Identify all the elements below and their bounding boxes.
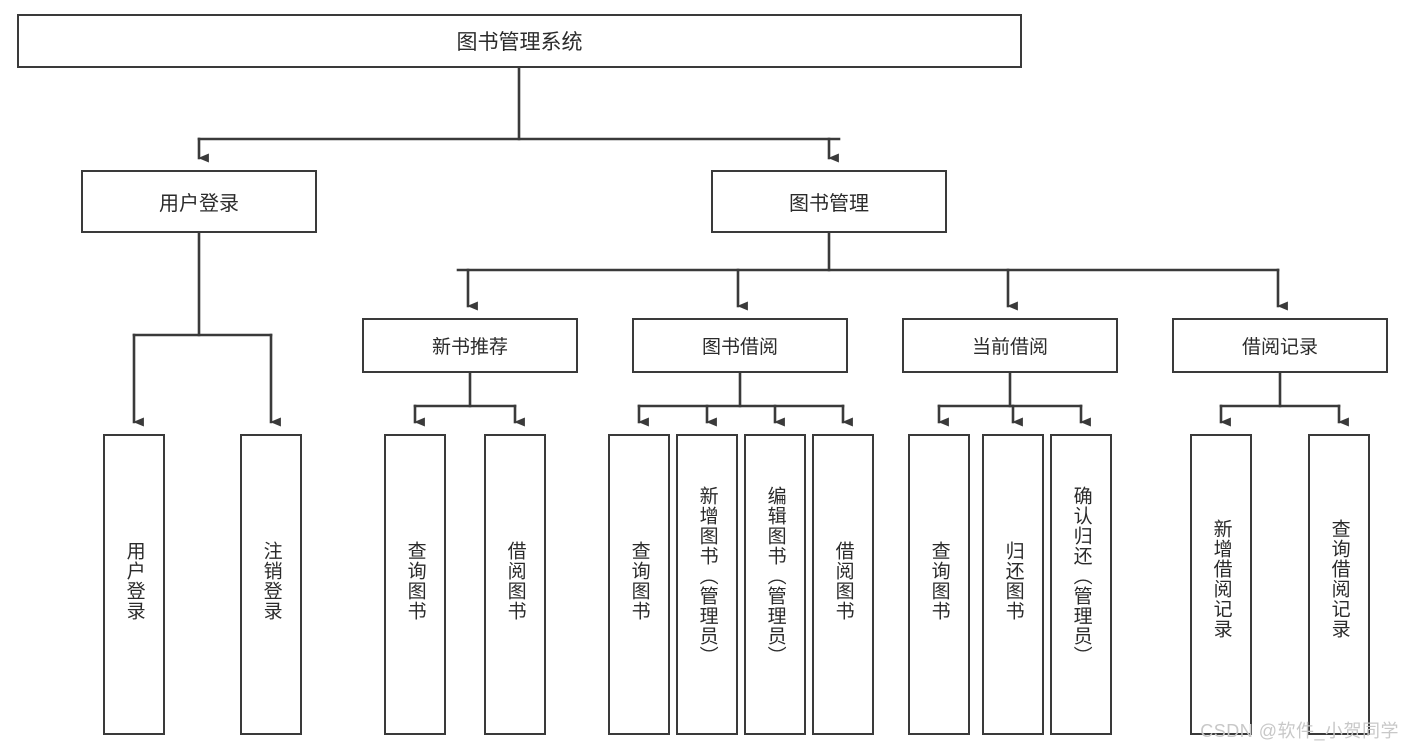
node-new-book-recommendation[interactable]: 新书推荐: [362, 318, 578, 373]
node-label: 新增借阅记录: [1210, 519, 1232, 639]
leaf-inner: 查询图书: [910, 436, 968, 747]
node-label: 新增图书（管理员）: [696, 486, 718, 666]
leaf-node-add-borrow-record[interactable]: 新增借阅记录: [1190, 434, 1252, 735]
leaf-inner: 查询图书: [386, 436, 444, 747]
leaf-inner: 确认归还（管理员）: [1052, 436, 1110, 747]
node-label: 查询图书: [404, 541, 426, 621]
node-root-system[interactable]: 图书管理系统: [17, 14, 1022, 68]
node-label: 查询借阅记录: [1328, 519, 1350, 639]
leaf-inner: 归还图书: [984, 436, 1042, 747]
node-label: 图书管理系统: [456, 31, 583, 54]
node-label: 编辑图书（管理员）: [764, 486, 786, 666]
leaf-node-query-book-rec[interactable]: 查询图书: [384, 434, 446, 735]
node-book-management[interactable]: 图书管理: [711, 170, 947, 233]
leaf-node-borrow-book-rec[interactable]: 借阅图书: [484, 434, 546, 735]
leaf-node-add-book-admin[interactable]: 新增图书（管理员）: [676, 434, 738, 735]
node-borrow-records[interactable]: 借阅记录: [1172, 318, 1388, 373]
node-label: 注销登录: [260, 541, 282, 621]
node-label: 归还图书: [1002, 541, 1024, 621]
leaf-node-query-book-borrow[interactable]: 查询图书: [608, 434, 670, 735]
node-label: 查询图书: [628, 541, 650, 621]
node-label: 借阅记录: [1241, 337, 1318, 358]
node-label: 新书推荐: [431, 337, 508, 358]
leaf-inner: 借阅图书: [486, 436, 544, 747]
leaf-inner: 查询图书: [610, 436, 668, 747]
leaf-node-return-book[interactable]: 归还图书: [982, 434, 1044, 735]
leaf-node-query-book-current[interactable]: 查询图书: [908, 434, 970, 735]
leaf-node-user-login[interactable]: 用户登录: [103, 434, 165, 735]
leaf-node-confirm-return-admin[interactable]: 确认归还（管理员）: [1050, 434, 1112, 735]
node-label: 借阅图书: [832, 541, 854, 621]
leaf-inner: 新增图书（管理员）: [678, 436, 736, 747]
node-label: 用户登录: [123, 541, 145, 621]
node-label: 图书借阅: [701, 337, 778, 358]
node-label: 用户登录: [159, 193, 239, 215]
leaf-inner: 新增借阅记录: [1192, 436, 1250, 747]
leaf-node-edit-book-admin[interactable]: 编辑图书（管理员）: [744, 434, 806, 735]
leaf-node-query-borrow-record[interactable]: 查询借阅记录: [1308, 434, 1370, 735]
watermark-text: CSDN @软件_小贺同学: [1200, 721, 1399, 741]
node-label: 查询图书: [928, 541, 950, 621]
node-user-login[interactable]: 用户登录: [81, 170, 317, 233]
node-label: 当前借阅: [971, 337, 1048, 358]
node-current-borrow[interactable]: 当前借阅: [902, 318, 1118, 373]
node-label: 借阅图书: [504, 541, 526, 621]
leaf-node-borrow-book[interactable]: 借阅图书: [812, 434, 874, 735]
leaf-inner: 查询借阅记录: [1310, 436, 1368, 747]
node-book-borrow[interactable]: 图书借阅: [632, 318, 848, 373]
node-label: 确认归还（管理员）: [1070, 486, 1092, 666]
leaf-inner: 用户登录: [105, 436, 163, 747]
leaf-node-logout[interactable]: 注销登录: [240, 434, 302, 735]
leaf-inner: 注销登录: [242, 436, 300, 747]
leaf-inner: 借阅图书: [814, 436, 872, 747]
leaf-inner: 编辑图书（管理员）: [746, 436, 804, 747]
node-label: 图书管理: [789, 193, 869, 215]
